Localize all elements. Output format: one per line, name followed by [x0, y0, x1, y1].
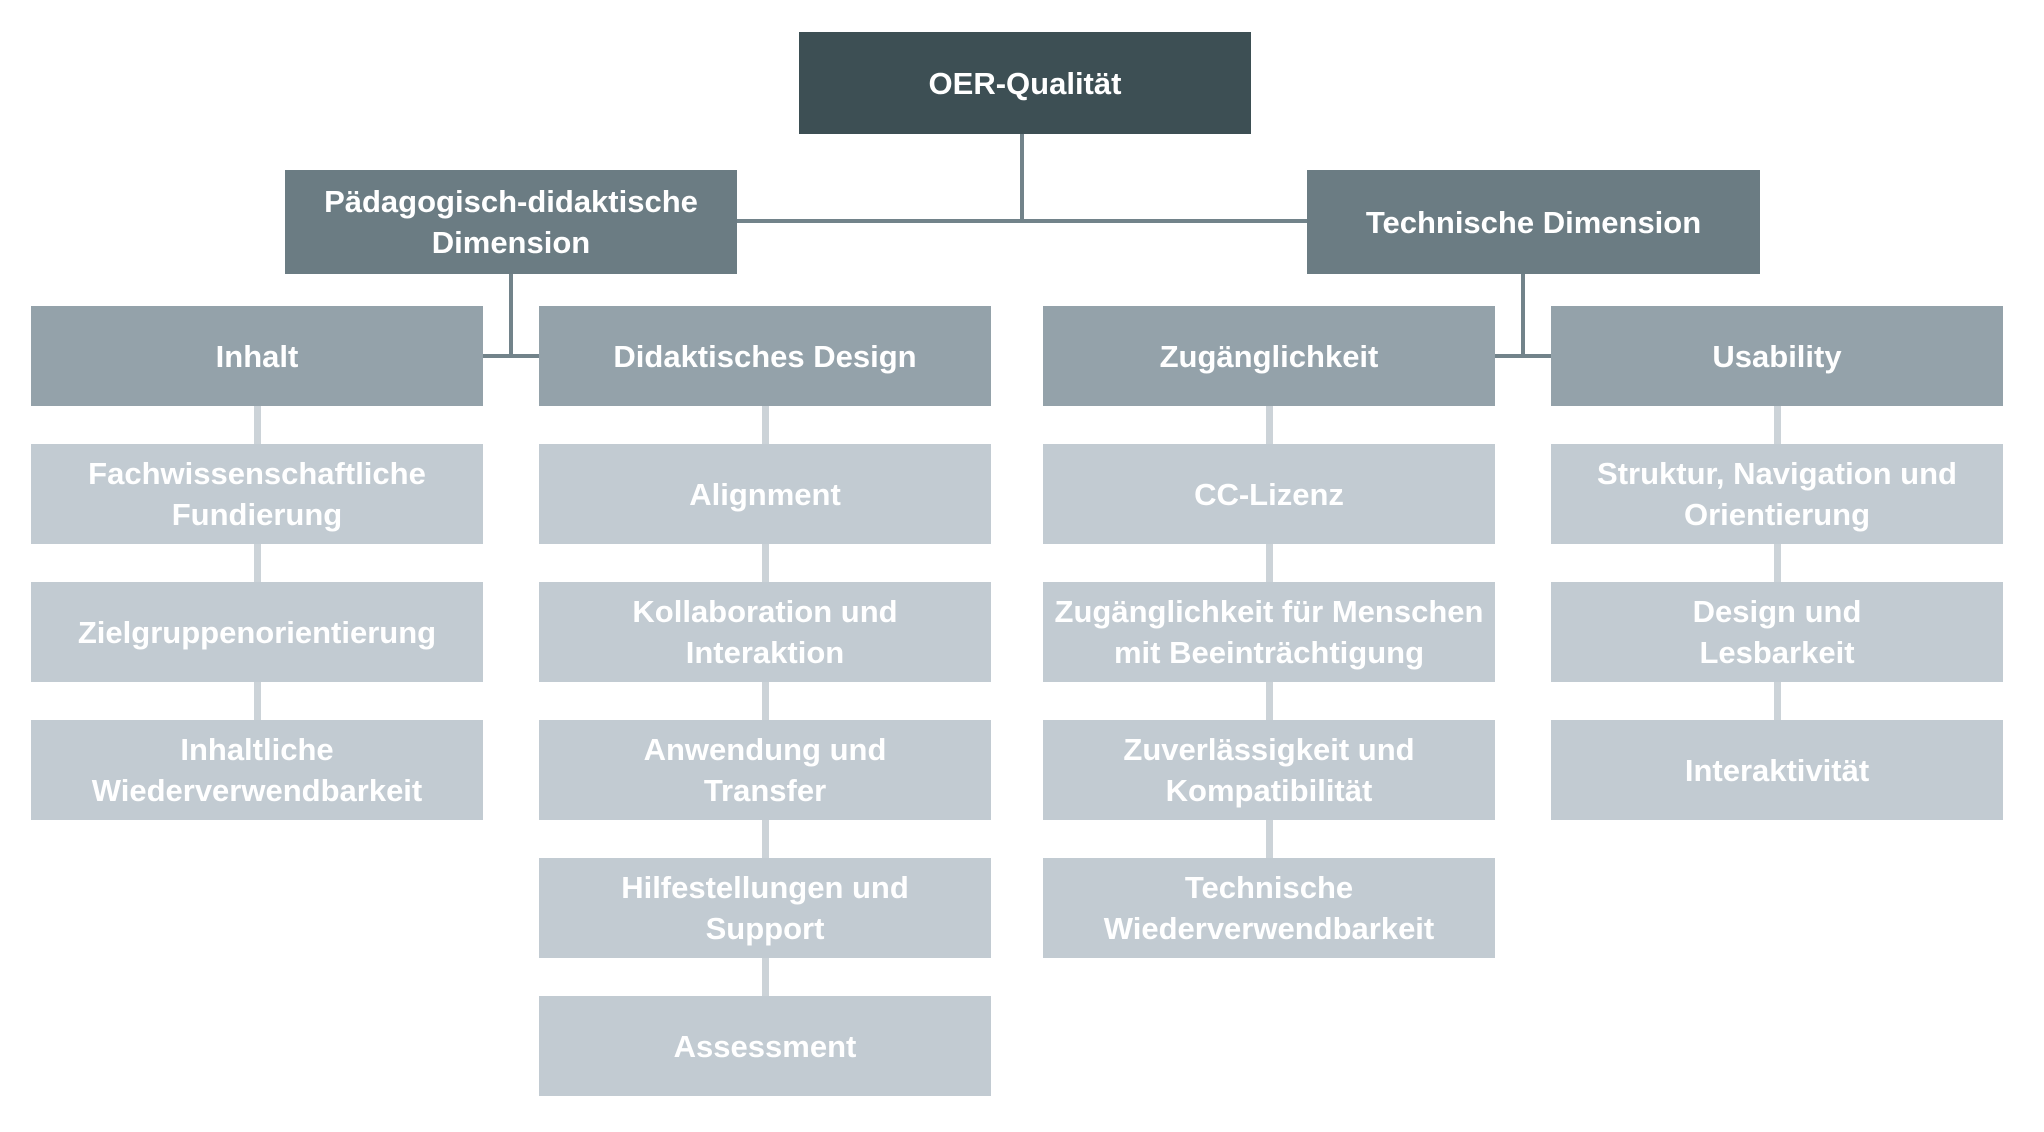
connector-column-segment — [762, 406, 769, 444]
tree-node-criterion: Interaktivität — [1551, 720, 2003, 820]
tree-node-criterion: Design und Lesbarkeit — [1551, 582, 2003, 682]
tree-node-dimension-paedagogisch-didaktisch: Pädagogisch-didaktische Dimension — [285, 170, 737, 274]
connector-column-segment — [1774, 682, 1781, 720]
connector-column-segment — [1774, 406, 1781, 444]
tree-node-criterion: Zuverlässigkeit und Kompatibilität — [1043, 720, 1495, 820]
tree-node-criterion: Assessment — [539, 996, 991, 1096]
tree-node-criterion: Fachwissenschaftliche Fundierung — [31, 444, 483, 544]
connector-column-segment — [762, 544, 769, 582]
tree-node-criterion: CC-Lizenz — [1043, 444, 1495, 544]
connector-technische-vertical — [1521, 274, 1525, 356]
connector-root-vertical — [1020, 134, 1024, 222]
connector-column-segment — [1266, 406, 1273, 444]
tree-node-dimension-technisch: Technische Dimension — [1307, 170, 1760, 274]
connector-paedagogisch-vertical — [509, 274, 513, 356]
connector-inhalt-didaktisches-horizontal — [483, 354, 539, 358]
connector-column-segment — [254, 682, 261, 720]
connector-column-segment — [1266, 682, 1273, 720]
tree-node-criterion: Hilfestellungen und Support — [539, 858, 991, 958]
tree-node-root: OER-Qualität — [799, 32, 1251, 134]
tree-node-criterion: Alignment — [539, 444, 991, 544]
connector-column-segment — [254, 544, 261, 582]
tree-node-category-zugaenglichkeit: Zugänglichkeit — [1043, 306, 1495, 406]
connector-column-segment — [1266, 820, 1273, 858]
connector-column-segment — [1774, 544, 1781, 582]
connector-zugaenglichkeit-usability-horizontal — [1495, 354, 1551, 358]
connector-column-segment — [254, 406, 261, 444]
connector-column-segment — [762, 958, 769, 996]
tree-node-category-inhalt: Inhalt — [31, 306, 483, 406]
tree-node-criterion: Kollaboration und Interaktion — [539, 582, 991, 682]
tree-node-category-didaktisches-design: Didaktisches Design — [539, 306, 991, 406]
connector-column-segment — [762, 682, 769, 720]
connector-dimensions-horizontal — [737, 219, 1307, 223]
connector-column-segment — [762, 820, 769, 858]
tree-node-criterion: Struktur, Navigation und Orientierung — [1551, 444, 2003, 544]
tree-node-criterion: Zielgruppenorientierung — [31, 582, 483, 682]
tree-node-category-usability: Usability — [1551, 306, 2003, 406]
tree-node-criterion: Inhaltliche Wiederverwendbarkeit — [31, 720, 483, 820]
tree-node-criterion: Anwendung und Transfer — [539, 720, 991, 820]
tree-node-criterion: Zugänglichkeit für Menschen mit Beeinträ… — [1043, 582, 1495, 682]
connector-column-segment — [1266, 544, 1273, 582]
tree-node-criterion: Technische Wiederverwendbarkeit — [1043, 858, 1495, 958]
